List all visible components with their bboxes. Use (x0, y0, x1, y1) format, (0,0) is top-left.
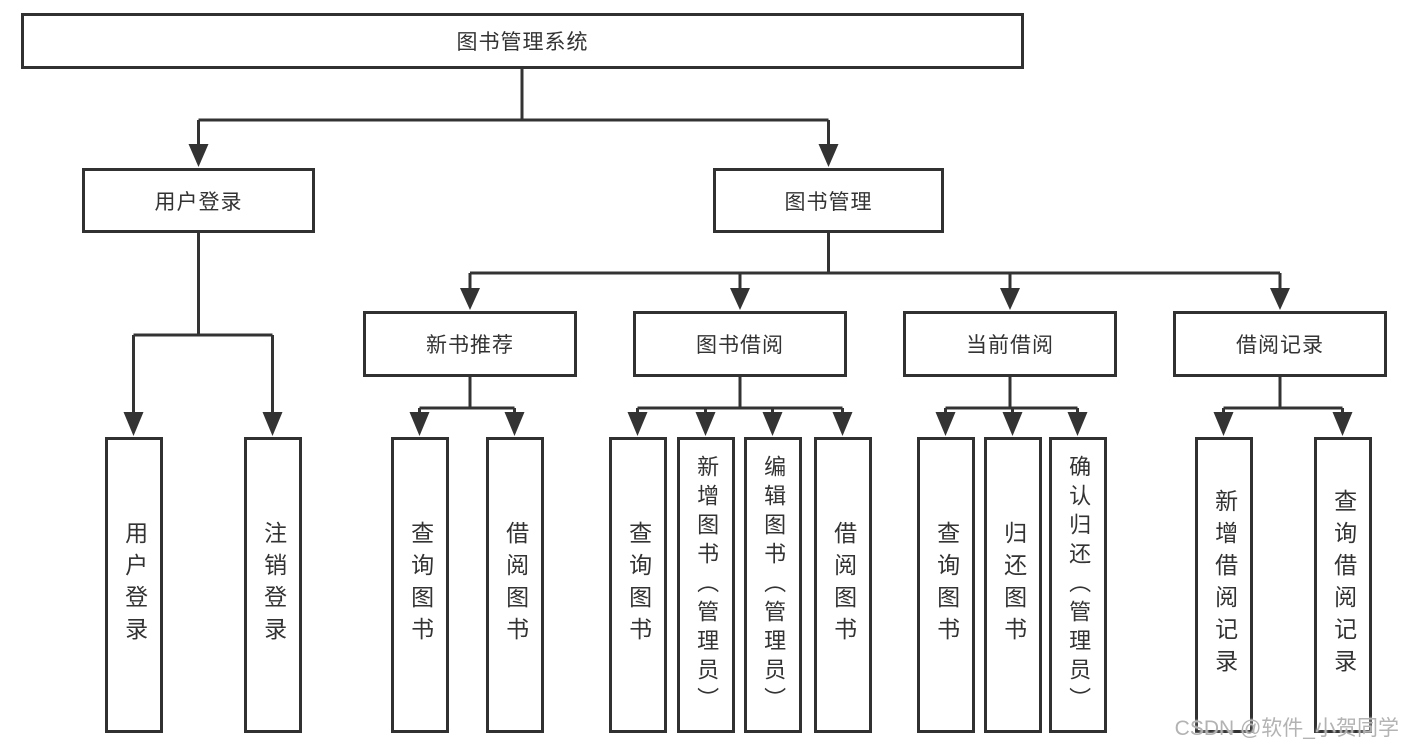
node-system-root-label: 图书管理系统 (456, 31, 589, 54)
node-leaf-confirm-return-admin: 确认归还（管理员） (1049, 437, 1107, 733)
csdn-watermark: CSDN @软件_小贺同学 (1174, 717, 1399, 740)
connector-user-to-leaves (123, 233, 283, 436)
node-leaf-query-books-1: 查询图书 (391, 437, 449, 733)
connector-mgmt-to-level3 (460, 233, 1290, 310)
node-leaf-edit-book-admin: 编辑图书（管理员） (744, 437, 802, 733)
node-leaf-return-book-label: 归还图书 (1000, 521, 1027, 649)
node-new-book-section-label: 新书推荐 (426, 334, 514, 357)
node-leaf-borrow-books-1: 借阅图书 (486, 437, 544, 733)
node-leaf-borrow-books-2: 借阅图书 (814, 437, 872, 733)
node-user-login-branch-label: 用户登录 (154, 190, 243, 214)
node-leaf-user-login-label: 用户登录 (121, 521, 148, 649)
node-book-borrow-section-label: 图书借阅 (696, 334, 784, 357)
node-leaf-add-borrow-record: 新增借阅记录 (1195, 437, 1253, 733)
node-borrow-record-section-label: 借阅记录 (1236, 334, 1324, 357)
node-leaf-borrow-books-2-label: 借阅图书 (830, 521, 857, 649)
connector-root-to-level2 (188, 69, 839, 167)
node-leaf-query-borrow-record-label: 查询借阅记录 (1330, 489, 1357, 681)
node-book-management-branch-label: 图书管理 (784, 190, 873, 214)
connector-borrow-to-leaves (627, 377, 853, 436)
node-leaf-query-books-2: 查询图书 (609, 437, 667, 733)
node-leaf-query-books-1-label: 查询图书 (407, 521, 434, 649)
node-book-management-branch: 图书管理 (713, 168, 944, 233)
node-leaf-query-books-2-label: 查询图书 (625, 521, 652, 649)
node-leaf-add-borrow-record-label: 新增借阅记录 (1211, 489, 1238, 681)
node-book-borrow-section: 图书借阅 (633, 311, 847, 377)
node-leaf-logout-label: 注销登录 (260, 521, 287, 649)
connector-newbook-to-leaves (409, 377, 525, 436)
connector-current-to-leaves (935, 377, 1088, 436)
node-leaf-add-book-admin-label: 新增图书（管理员） (694, 454, 720, 716)
node-leaf-query-books-3: 查询图书 (917, 437, 975, 733)
node-leaf-logout: 注销登录 (244, 437, 302, 733)
node-current-borrow-section-label: 当前借阅 (966, 334, 1054, 357)
node-borrow-record-section: 借阅记录 (1173, 311, 1387, 377)
node-current-borrow-section: 当前借阅 (903, 311, 1117, 377)
node-system-root: 图书管理系统 (21, 13, 1024, 69)
node-leaf-confirm-return-admin-label: 确认归还（管理员） (1066, 454, 1092, 716)
node-leaf-add-book-admin: 新增图书（管理员） (677, 437, 735, 733)
node-leaf-query-borrow-record: 查询借阅记录 (1314, 437, 1372, 733)
node-leaf-edit-book-admin-label: 编辑图书（管理员） (761, 454, 787, 716)
node-leaf-borrow-books-1-label: 借阅图书 (502, 521, 529, 649)
node-leaf-user-login: 用户登录 (105, 437, 163, 733)
node-leaf-return-book: 归还图书 (984, 437, 1042, 733)
node-user-login-branch: 用户登录 (82, 168, 315, 233)
connector-record-to-leaves (1213, 377, 1353, 436)
node-leaf-query-books-3-label: 查询图书 (933, 521, 960, 649)
node-new-book-section: 新书推荐 (363, 311, 577, 377)
